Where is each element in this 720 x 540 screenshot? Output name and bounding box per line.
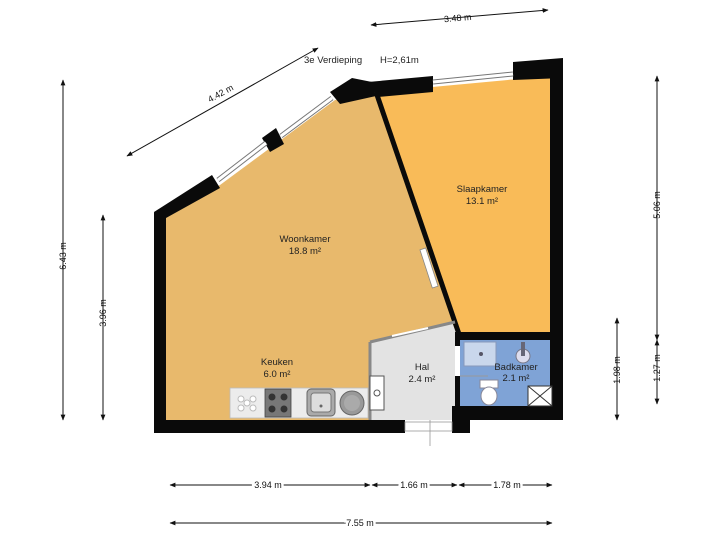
door-hal-top: [391, 327, 429, 337]
wall-slaapkamer-woonkamer: [373, 91, 462, 335]
wall-bottom-left: [154, 420, 405, 433]
dim-bottom-right: 1.78 m: [493, 480, 521, 490]
dim-right-outer: 5.06 m: [652, 191, 662, 219]
window-top-inner: [432, 72, 514, 84]
dim-left-inner: 3.96 m: [98, 299, 108, 327]
shower-icon: [463, 341, 497, 367]
entrance-door: [404, 421, 453, 432]
sink-icon: [306, 388, 336, 417]
hal-name: Hal: [415, 362, 429, 373]
dim-top-right: 3.48 m: [444, 12, 472, 24]
woonkamer-area: 18.8 m²: [289, 246, 321, 257]
dim-line-diagonal: [126, 47, 319, 157]
door-bath: [455, 346, 460, 376]
badkamer-area: 2.1 m²: [503, 373, 530, 384]
dim-diagonal: 4.42 m: [206, 82, 235, 104]
wall-bath-top: [459, 332, 563, 340]
washbasin-icon: [515, 342, 531, 364]
keuken-name: Keuken: [261, 357, 293, 368]
dim-bottom-mid: 1.66 m: [400, 480, 428, 490]
dim-bottom-total: 7.55 m: [346, 518, 374, 528]
dim-line-top-right: [370, 8, 549, 27]
wall-left: [154, 212, 166, 433]
door-slaapkamer: [419, 247, 439, 289]
wall-diag-left: [154, 175, 220, 218]
dim-bottom-left: 3.94 m: [254, 480, 282, 490]
wall-bottom-right: [452, 406, 563, 433]
height-label: H=2,61m: [380, 55, 419, 66]
slaapkamer-floor: [378, 76, 550, 332]
dim-left-outer: 6.43 m: [58, 242, 68, 270]
slaapkamer-area: 13.1 m²: [466, 196, 498, 207]
slaapkamer-name: Slaapkamer: [457, 184, 508, 195]
wall-right: [550, 60, 563, 420]
wall-top-mid: [368, 76, 433, 97]
dim-right-small: 1.27 m: [652, 354, 662, 382]
shaft-icon: [527, 385, 553, 407]
woonkamer-name: Woonkamer: [279, 234, 330, 245]
appliance-icon: [339, 390, 365, 416]
dim-right-bath: 1.98 m: [612, 356, 622, 384]
hal-area: 2.4 m²: [409, 374, 436, 385]
hal-floor: [370, 322, 459, 420]
floor-label: 3e Verdieping: [304, 55, 362, 66]
keuken-area: 6.0 m²: [264, 369, 291, 380]
wall-corner: [330, 78, 376, 104]
toilet-icon: [479, 379, 499, 406]
meter-icon: [373, 389, 381, 397]
stove-icon: [264, 388, 292, 418]
kitchen-flower-decor: [237, 395, 257, 412]
badkamer-name: Badkamer: [494, 362, 537, 373]
wall-top-right: [513, 58, 563, 80]
